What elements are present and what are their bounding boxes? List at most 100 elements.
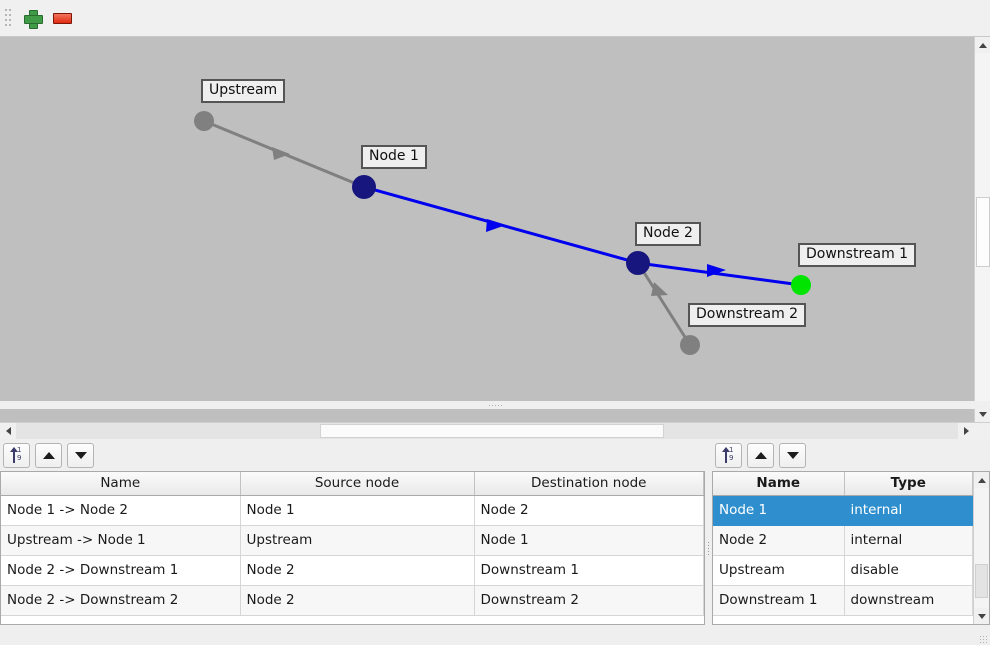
edge-node2-downstream2-arrowhead <box>651 282 668 296</box>
graph-label-node1[interactable]: Node 1 <box>361 145 427 169</box>
nodes-column-type[interactable]: Type <box>844 472 973 496</box>
table-row[interactable]: Upstream disable <box>713 555 973 586</box>
table-row[interactable]: Node 1 internal <box>713 495 973 526</box>
nodes-move-down-button[interactable] <box>779 442 806 468</box>
table-row[interactable]: Node 1 -> Node 2 Node 1 Node 2 <box>1 495 704 526</box>
node-type-cell[interactable]: disable <box>844 555 973 586</box>
edge-source-cell[interactable]: Node 2 <box>240 555 475 586</box>
edge-node2-downstream2[interactable] <box>636 262 692 346</box>
add-button[interactable] <box>17 3 47 33</box>
node-name-cell[interactable]: Upstream <box>713 555 845 586</box>
chevron-up-icon <box>979 42 987 48</box>
edge-destination-cell[interactable]: Node 2 <box>474 495 704 526</box>
edge-source-cell[interactable]: Upstream <box>240 525 475 556</box>
table-empty-row <box>713 615 973 624</box>
graph-vertical-scrollbar[interactable] <box>974 37 990 422</box>
edge-name-cell[interactable]: Upstream -> Node 1 <box>1 525 241 556</box>
node-name-cell[interactable]: Node 2 <box>713 525 845 556</box>
nodes-scroll-down-button[interactable] <box>974 608 989 624</box>
nodes-table-container: Name Type Node 1 internal Node 2 interna… <box>712 471 990 625</box>
node-name-cell[interactable]: Node 1 <box>713 495 845 526</box>
nodes-table: Name Type Node 1 internal Node 2 interna… <box>713 472 973 624</box>
resize-grip[interactable] <box>980 636 988 644</box>
node-type-cell[interactable]: internal <box>844 495 973 526</box>
triangle-up-icon <box>42 451 55 459</box>
table-empty-row <box>1 615 704 624</box>
chevron-up-icon <box>978 477 986 483</box>
graph-edges <box>194 111 811 355</box>
horizontal-splitter[interactable] <box>0 401 990 409</box>
edge-destination-cell[interactable]: Node 1 <box>474 525 704 556</box>
edges-move-down-button[interactable] <box>67 442 94 468</box>
chevron-right-icon <box>963 427 969 435</box>
minus-icon <box>52 12 72 24</box>
triangle-down-icon <box>74 451 87 459</box>
table-row[interactable]: Downstream 1 downstream <box>713 585 973 616</box>
graph-vscroll-thumb[interactable] <box>976 197 990 267</box>
node-type-cell[interactable]: internal <box>844 525 973 556</box>
graph-node-node1[interactable] <box>352 175 376 199</box>
node-name-cell[interactable]: Downstream 1 <box>713 585 845 616</box>
chevron-down-icon <box>978 613 986 619</box>
graph-area: Upstream Node 1 Node 2 Downstream 1 Down… <box>0 37 990 439</box>
edge-name-cell[interactable]: Node 1 -> Node 2 <box>1 495 241 526</box>
nodes-table-scrollbar[interactable] <box>973 472 989 624</box>
edge-name-cell[interactable]: Node 2 -> Downstream 1 <box>1 555 241 586</box>
graph-scroll-right-button[interactable] <box>958 423 974 439</box>
table-row[interactable]: Node 2 -> Downstream 1 Node 2 Downstream… <box>1 555 704 586</box>
edges-column-source[interactable]: Source node <box>240 472 475 496</box>
nodes-column-name[interactable]: Name <box>713 472 845 496</box>
edge-source-cell[interactable]: Node 2 <box>240 585 475 616</box>
splitter-grip-dots-vertical <box>708 541 709 555</box>
splitter-grip-dots <box>488 404 502 406</box>
graph-label-upstream[interactable]: Upstream <box>201 79 286 103</box>
graph-canvas[interactable]: Upstream Node 1 Node 2 Downstream 1 Down… <box>0 37 974 422</box>
node-type-cell[interactable]: downstream <box>844 585 973 616</box>
edge-name-cell[interactable]: Node 2 -> Downstream 2 <box>1 585 241 616</box>
nodes-table-header-row: Name Type <box>713 472 973 496</box>
chevron-down-icon <box>979 411 987 417</box>
graph-node-upstream[interactable] <box>194 111 214 131</box>
edge-node2-downstream1[interactable] <box>637 261 802 287</box>
edge-source-cell[interactable]: Node 1 <box>240 495 475 526</box>
nodes-scroll-thumb[interactable] <box>975 564 988 598</box>
graph-node-node2[interactable] <box>626 251 650 275</box>
vertical-splitter[interactable] <box>705 471 712 625</box>
graph-horizontal-scrollbar[interactable] <box>0 422 990 439</box>
edges-table: Name Source node Destination node Node 1… <box>1 472 704 624</box>
status-bar <box>0 626 990 645</box>
toolbar-drag-handle[interactable] <box>3 7 13 29</box>
graph-label-downstream1[interactable]: Downstream 1 <box>798 243 917 267</box>
graph-scroll-up-button[interactable] <box>975 37 990 53</box>
graph-node-downstream2[interactable] <box>680 335 700 355</box>
table-row[interactable]: Node 2 internal <box>713 525 973 556</box>
table-row[interactable]: Upstream -> Node 1 Upstream Node 1 <box>1 525 704 556</box>
edge-destination-cell[interactable]: Downstream 1 <box>474 555 704 586</box>
remove-button[interactable] <box>47 3 77 33</box>
graph-scroll-left-button[interactable] <box>0 423 16 439</box>
graph-node-downstream1[interactable] <box>791 275 811 295</box>
graph-label-node2[interactable]: Node 2 <box>635 222 701 246</box>
nodes-scroll-up-button[interactable] <box>974 472 989 488</box>
graph-label-downstream2[interactable]: Downstream 2 <box>688 303 807 327</box>
edge-node2-downstream1-arrowhead <box>707 264 726 277</box>
table-row[interactable]: Node 2 -> Downstream 2 Node 2 Downstream… <box>1 585 704 616</box>
edges-column-name[interactable]: Name <box>1 472 241 496</box>
edge-node1-node2-arrowhead <box>486 219 506 232</box>
edges-column-destination[interactable]: Destination node <box>474 472 704 496</box>
edges-move-up-button[interactable] <box>35 442 62 468</box>
graph-hscroll-thumb[interactable] <box>320 424 664 438</box>
graph-scroll-down-button[interactable] <box>975 406 990 422</box>
edge-upstream-node1-arrowhead <box>272 147 290 160</box>
nodes-move-up-button[interactable] <box>747 442 774 468</box>
edge-destination-cell[interactable]: Downstream 2 <box>474 585 704 616</box>
